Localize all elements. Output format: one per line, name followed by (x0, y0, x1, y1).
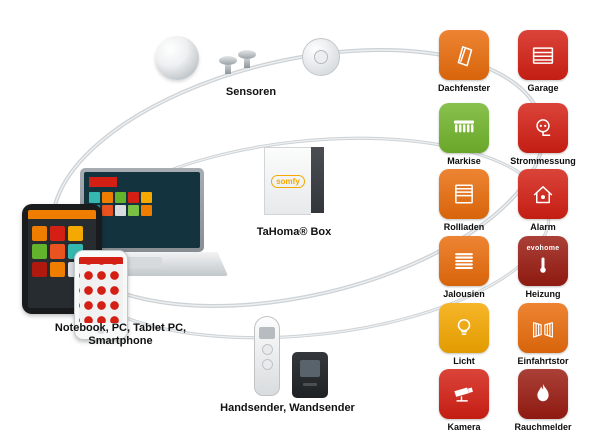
sun-sensor (302, 38, 340, 76)
tile-dachfenster: Dachfenster (424, 30, 504, 93)
light-bulb-icon (439, 303, 489, 353)
smartphone-app-bar (79, 257, 123, 264)
power-meter-icon (518, 103, 568, 153)
tile-strommessung: Strommessung (503, 103, 583, 166)
tablet-app-bar (28, 210, 96, 219)
alarm-house-icon (518, 169, 568, 219)
tile-heizung: evohome Heizung (503, 236, 583, 299)
tile-licht: Licht (424, 303, 504, 366)
sphere-sensor (155, 36, 199, 80)
wall-sender-button (303, 383, 317, 386)
tile-kamera: Kamera (424, 369, 504, 432)
knob-sensor (219, 56, 237, 74)
gate-icon (518, 303, 568, 353)
roof-window-icon (439, 30, 489, 80)
remote-screen (259, 327, 275, 339)
laptop-touchpad (122, 257, 162, 268)
tile-markise: Markise (424, 103, 504, 166)
tile-jalousien: Jalousien (424, 236, 504, 299)
tile-label: Heizung (525, 289, 561, 299)
tile-rauchmelder: Rauchmelder (503, 369, 583, 432)
remotes-label: Handsender, Wandsender (220, 402, 355, 414)
tile-label: Dachfenster (437, 83, 491, 93)
wall-sender (292, 352, 328, 398)
tahoma-box-side (311, 147, 324, 213)
knob-sensor (238, 50, 256, 68)
sun-sensor-core (314, 50, 328, 64)
tile-label: Kamera (447, 422, 481, 432)
remote-button (261, 344, 273, 355)
wall-sender-screen (300, 360, 320, 377)
tile-label: Einfahrtstor (517, 356, 569, 366)
tile-alarm: Alarm (503, 169, 583, 232)
smartphone (74, 250, 128, 340)
tahoma-label: TaHoma® Box (256, 226, 332, 238)
handheld-remote (254, 316, 280, 396)
tile-label: Jalousien (443, 289, 485, 299)
awning-icon (439, 103, 489, 153)
knob-cap (238, 50, 256, 59)
tile-label: Alarm (530, 222, 556, 232)
tile-label: Licht (453, 356, 475, 366)
knob-stem (244, 59, 250, 68)
tile-einfahrtstor: Einfahrtstor (503, 303, 583, 366)
camera-icon (439, 369, 489, 419)
venetian-blind-icon (439, 236, 489, 286)
tile-rollladen: Rollladen (424, 169, 504, 232)
garage-door-icon (518, 30, 568, 80)
flame-icon (518, 369, 568, 419)
tile-label: Rauchmelder (514, 422, 572, 432)
smartphone-display (79, 257, 123, 323)
devices-label-line1: Notebook, PC, Tablet PC, (54, 322, 187, 334)
tile-label: Markise (447, 156, 481, 166)
smartphone-home-button (97, 326, 105, 334)
knob-cap (219, 56, 237, 65)
sensors-label: Sensoren (225, 86, 277, 98)
tile-label: Strommessung (510, 156, 576, 166)
knob-stem (225, 65, 231, 74)
somfy-logo: somfy (271, 174, 305, 188)
devices-label: Notebook, PC, Tablet PC, Smartphone (28, 322, 213, 348)
evohome-badge: evohome (526, 245, 560, 252)
thermometer-icon: evohome (518, 236, 568, 286)
remote-button (261, 359, 273, 370)
devices-label-line2: Smartphone (88, 335, 153, 347)
laptop-app-banner (89, 177, 117, 187)
tile-label: Garage (527, 83, 559, 93)
tahoma-box: somfy (264, 147, 311, 215)
roller-shutter-icon (439, 169, 489, 219)
tile-garage: Garage (503, 30, 583, 93)
tile-label: Rollladen (443, 222, 485, 232)
